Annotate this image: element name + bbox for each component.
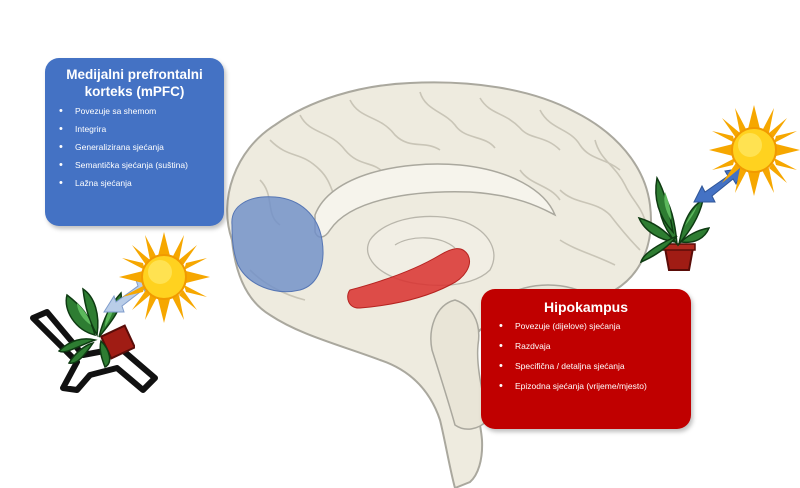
list-item: Povezuje (dijelove) sjećanja: [499, 321, 681, 332]
list-item: Integrira: [59, 124, 214, 135]
sun-icon: [709, 105, 800, 196]
mpfc-title: Medijalni prefrontalni korteks (mPFC): [66, 67, 203, 99]
hippocampus-box: Hipokampus Povezuje (dijelove) sjećanja …: [481, 289, 691, 429]
mpfc-item-4: Semantička sjećanja (suština): [75, 160, 188, 170]
list-item: Specifična / detaljna sjećanja: [499, 361, 681, 372]
brainstem: [430, 299, 489, 430]
list-item: Generalizirana sjećanja: [59, 142, 214, 153]
hippocampus-title: Hipokampus: [543, 299, 628, 315]
mpfc-item-3: Generalizirana sjećanja: [75, 142, 164, 152]
mpfc-region: [231, 196, 324, 293]
potted-plant-icon: [57, 287, 135, 369]
sun-icon: [119, 232, 210, 323]
hippocampus-item-1: Povezuje (dijelove) sjećanja: [515, 321, 621, 331]
potted-plant-icon: [637, 175, 710, 271]
list-item: Lažna sjećanja: [59, 178, 214, 189]
mpfc-box: Medijalni prefrontalni korteks (mPFC) Po…: [45, 58, 224, 226]
hippocampus-item-4: Epizodna sjećanja (vrijeme/mjesto): [515, 381, 647, 391]
hippocampus-region: [347, 248, 470, 309]
corpus-callosum: [314, 163, 557, 238]
mpfc-item-2: Integrira: [75, 124, 107, 134]
mpfc-list: Povezuje sa shemom Integrira Generalizir…: [45, 100, 224, 189]
list-item: Epizodna sjećanja (vrijeme/mjesto): [499, 381, 681, 392]
hippocampus-item-3: Specifična / detaljna sjećanja: [515, 361, 625, 371]
list-item: Povezuje sa shemom: [59, 106, 214, 117]
mpfc-item-1: Povezuje sa shemom: [75, 106, 157, 116]
mpfc-item-5: Lažna sjećanja: [75, 178, 132, 188]
hippocampus-list: Povezuje (dijelove) sjećanja Razdvaja Sp…: [481, 316, 691, 392]
list-item: Razdvaja: [499, 341, 681, 352]
list-item: Semantička sjećanja (suština): [59, 160, 214, 171]
hippocampus-item-2: Razdvaja: [515, 341, 551, 351]
